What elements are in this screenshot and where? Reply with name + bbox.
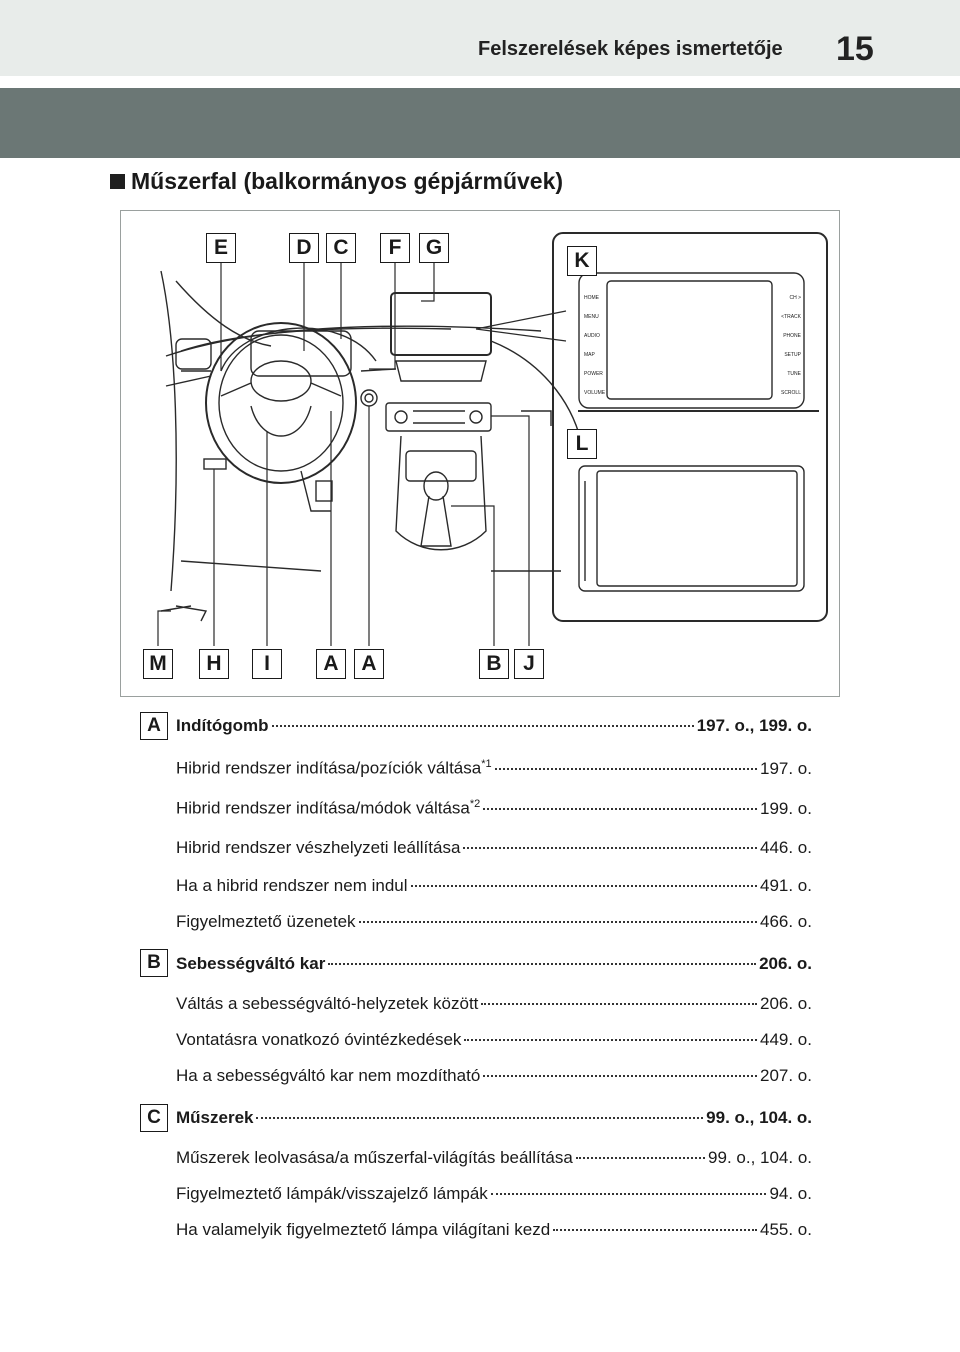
page-ref: 207. o. bbox=[760, 1066, 812, 1085]
callout-i: I bbox=[252, 649, 282, 679]
dot-leader bbox=[483, 1075, 757, 1077]
page-ref: 94. o. bbox=[769, 1184, 812, 1203]
entry-b-item-row: Váltás a sebességváltó-helyzetek között … bbox=[176, 994, 812, 1014]
page-number: 15 bbox=[836, 30, 874, 68]
map-button-label: MAP bbox=[584, 352, 595, 358]
callout-j: J bbox=[514, 649, 544, 679]
entry-c-title-row: Műszerek 99. o., 104. o. bbox=[176, 1108, 812, 1128]
section-title: Műszerfal (balkormányos gépjárművek) bbox=[131, 168, 564, 194]
item-text: Figyelmeztető lámpák/visszajelző lámpák bbox=[176, 1184, 488, 1203]
page-ref: 99. o., 104. o. bbox=[706, 1108, 812, 1127]
entry-a-item-row: Hibrid rendszer vészhelyzeti leállítása … bbox=[176, 838, 812, 858]
phone-button-label: PHONE bbox=[783, 333, 801, 339]
entry-b-title-row: Sebességváltó kar 206. o. bbox=[176, 954, 812, 974]
page-header-bar bbox=[0, 0, 960, 76]
page-ref: 455. o. bbox=[760, 1220, 812, 1239]
callout-k: K bbox=[567, 246, 597, 276]
dot-leader bbox=[490, 1193, 767, 1195]
item-text: Ha valamelyik figyelmeztető lámpa világí… bbox=[176, 1220, 551, 1239]
dot-leader bbox=[358, 921, 757, 923]
entry-b-item-row: Vontatásra vonatkozó óvintézkedések 449.… bbox=[176, 1030, 812, 1050]
callout-g: G bbox=[419, 233, 449, 263]
entry-a-item-row: Hibrid rendszer indítása/pozíciók váltás… bbox=[176, 758, 812, 779]
page-ref: 206. o. bbox=[759, 954, 812, 973]
callout-b: B bbox=[479, 649, 509, 679]
callout-a-second: A bbox=[354, 649, 384, 679]
callout-m: M bbox=[143, 649, 173, 679]
item-text: Váltás a sebességváltó-helyzetek között bbox=[176, 994, 479, 1013]
dot-leader bbox=[463, 847, 757, 849]
callout-a-first: A bbox=[316, 649, 346, 679]
dot-leader bbox=[575, 1157, 706, 1159]
dot-leader bbox=[271, 725, 694, 727]
ch-button-label: CH > bbox=[789, 295, 801, 301]
page-ref: 466. o. bbox=[760, 912, 812, 931]
callout-e: E bbox=[206, 233, 236, 263]
page-ref: 206. o. bbox=[760, 994, 812, 1013]
item-text: Ha a sebességváltó kar nem mozdítható bbox=[176, 1066, 481, 1085]
page-ref: 199. o. bbox=[760, 798, 812, 818]
header-band bbox=[0, 88, 960, 158]
item-text: Figyelmeztető üzenetek bbox=[176, 912, 356, 931]
section-heading: Műszerfal (balkormányos gépjárművek) bbox=[110, 168, 563, 195]
entry-b-item-row: Ha a sebességváltó kar nem mozdítható 20… bbox=[176, 1066, 812, 1086]
entry-title: Műszerek bbox=[176, 1108, 254, 1127]
item-text: Hibrid rendszer vészhelyzeti leállítása bbox=[176, 838, 461, 857]
setup-button-label: SETUP bbox=[784, 352, 801, 358]
item-text: Hibrid rendszer indítása/módok váltása bbox=[176, 798, 470, 818]
dot-leader bbox=[256, 1117, 704, 1119]
entry-a-item-row: Hibrid rendszer indítása/módok váltása*2… bbox=[176, 798, 812, 819]
entry-a-title-row: Indítógomb 197. o., 199. o. bbox=[176, 716, 812, 736]
dot-leader bbox=[328, 963, 757, 965]
page-ref: 446. o. bbox=[760, 838, 812, 857]
footnote-mark: *2 bbox=[469, 798, 481, 810]
page-ref: 449. o. bbox=[760, 1030, 812, 1049]
callout-f: F bbox=[380, 233, 410, 263]
entry-a-item-row: Figyelmeztető üzenetek 466. o. bbox=[176, 912, 812, 932]
bullet-square-icon bbox=[110, 174, 125, 189]
entry-a-item-row: Ha a hibrid rendszer nem indul 491. o. bbox=[176, 876, 812, 896]
entry-c-item-row: Ha valamelyik figyelmeztető lámpa világí… bbox=[176, 1220, 812, 1240]
entry-c-item-row: Figyelmeztető lámpák/visszajelző lámpák … bbox=[176, 1184, 812, 1204]
page-ref: 491. o. bbox=[760, 876, 812, 895]
item-text: Vontatásra vonatkozó óvintézkedések bbox=[176, 1030, 462, 1049]
dot-leader bbox=[553, 1229, 757, 1231]
dot-leader bbox=[494, 767, 757, 770]
dot-leader bbox=[483, 807, 757, 810]
dashboard-drawing bbox=[157, 232, 828, 646]
screen-left-buttons: HOME MENU AUDIO MAP POWER VOLUME bbox=[584, 289, 608, 403]
dot-leader bbox=[464, 1039, 757, 1041]
entry-title: Sebességváltó kar bbox=[176, 954, 326, 973]
dot-leader bbox=[481, 1003, 757, 1005]
entry-title: Indítógomb bbox=[176, 716, 269, 735]
callout-d: D bbox=[289, 233, 319, 263]
dashboard-illustration: HOME MENU AUDIO MAP POWER VOLUME CH > <T… bbox=[120, 210, 840, 697]
home-button-label: HOME bbox=[584, 295, 599, 301]
entry-badge-c: C bbox=[140, 1104, 168, 1132]
item-text: Hibrid rendszer indítása/pozíciók váltás… bbox=[176, 758, 482, 778]
track-button-label: <TRACK bbox=[781, 314, 801, 320]
header-title: Felszerelések képes ismertetője bbox=[478, 38, 783, 60]
item-text: Műszerek leolvasása/a műszerfal-világítá… bbox=[176, 1148, 573, 1167]
callout-l: L bbox=[567, 429, 597, 459]
tune-scroll-label: TUNE SCROLL bbox=[780, 371, 801, 396]
page-ref: 197. o. bbox=[760, 758, 812, 778]
callout-h: H bbox=[199, 649, 229, 679]
callout-c: C bbox=[326, 233, 356, 263]
entry-badge-a: A bbox=[140, 712, 168, 740]
menu-button-label: MENU bbox=[584, 314, 599, 320]
footnote-mark: *1 bbox=[481, 758, 492, 770]
entry-badge-b: B bbox=[140, 949, 168, 977]
audio-button-label: AUDIO bbox=[584, 333, 600, 339]
page-ref: 197. o., 199. o. bbox=[696, 716, 812, 735]
entry-c-item-row: Műszerek leolvasása/a műszerfal-világítá… bbox=[176, 1148, 812, 1168]
screen-right-buttons: CH > <TRACK PHONE SETUP TUNE SCROLL bbox=[775, 289, 801, 403]
power-volume-label: POWER VOLUME bbox=[584, 371, 606, 396]
item-text: Ha a hibrid rendszer nem indul bbox=[176, 876, 408, 895]
page-ref: 99. o., 104. o. bbox=[708, 1148, 812, 1167]
dot-leader bbox=[410, 885, 757, 887]
